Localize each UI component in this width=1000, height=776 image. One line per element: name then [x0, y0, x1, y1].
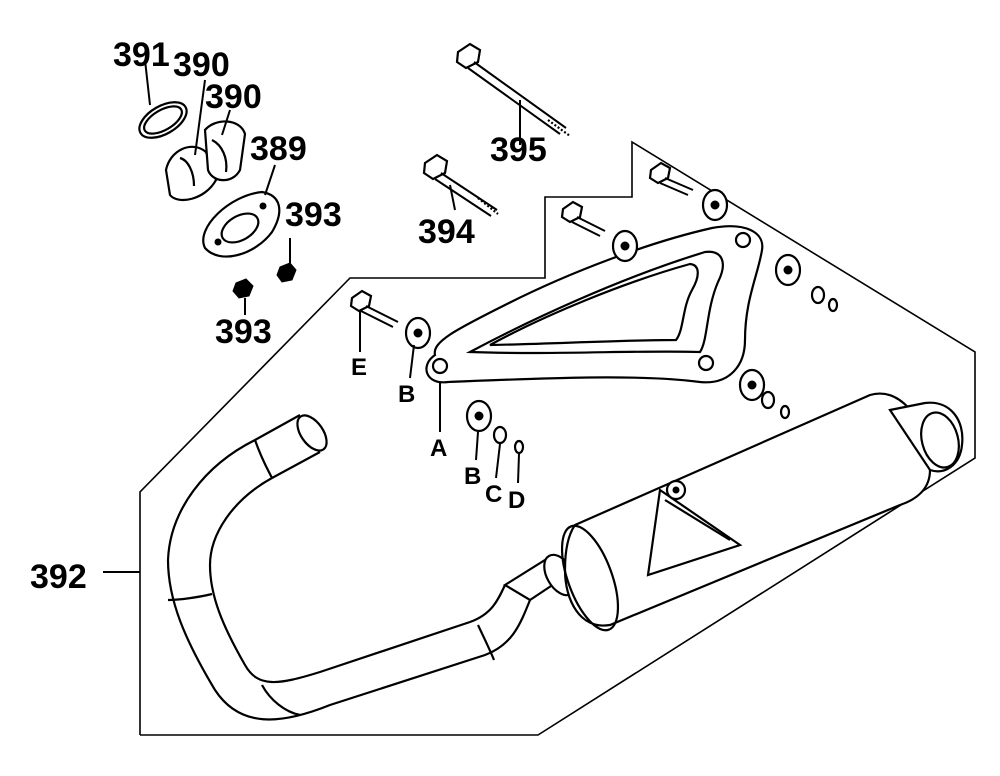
callout-392: 392: [30, 558, 87, 596]
callout-390-upper: 390: [173, 46, 230, 84]
leader-lines: [103, 59, 521, 573]
callout-c: C: [485, 481, 502, 508]
bolt-e-front: [349, 289, 399, 328]
callout-389: 389: [250, 130, 307, 168]
bracket-a: [425, 225, 764, 384]
callout-b-upper: B: [398, 381, 415, 408]
flange-389: [202, 190, 281, 258]
bolt-394: [422, 153, 499, 217]
bolt-e-rear: [648, 161, 694, 196]
nut-393-lower: [232, 278, 254, 299]
assembly-boundary: [139, 140, 976, 736]
washer-b-1: [404, 316, 432, 350]
callout-a: A: [430, 435, 447, 462]
washer-b-2: [465, 399, 493, 433]
callout-391: 391: [113, 36, 170, 74]
callout-e: E: [351, 354, 367, 381]
exhaust-pipe: [166, 414, 577, 721]
washer-b-6: [738, 368, 766, 402]
collar-390-right: [203, 120, 247, 182]
nut-d: [513, 297, 839, 455]
callout-d: D: [508, 487, 525, 514]
callout-390-lower: 390: [205, 78, 262, 116]
callout-393-lower: 393: [215, 313, 272, 351]
gasket-391: [138, 101, 188, 139]
nut-393-upper: [276, 262, 297, 283]
bolt-e-mid: [560, 200, 606, 237]
callout-394: 394: [418, 213, 475, 251]
callout-393-upper: 393: [285, 196, 342, 234]
washer-b-4: [701, 188, 729, 222]
callout-395: 395: [490, 131, 547, 169]
callout-b-lower: B: [464, 463, 481, 490]
collar-390-left: [164, 145, 218, 202]
washer-c: [492, 285, 826, 445]
bolt-395: [455, 42, 571, 137]
washer-b-5: [774, 253, 802, 287]
muffler: [560, 392, 964, 632]
washer-b-3: [611, 229, 639, 263]
